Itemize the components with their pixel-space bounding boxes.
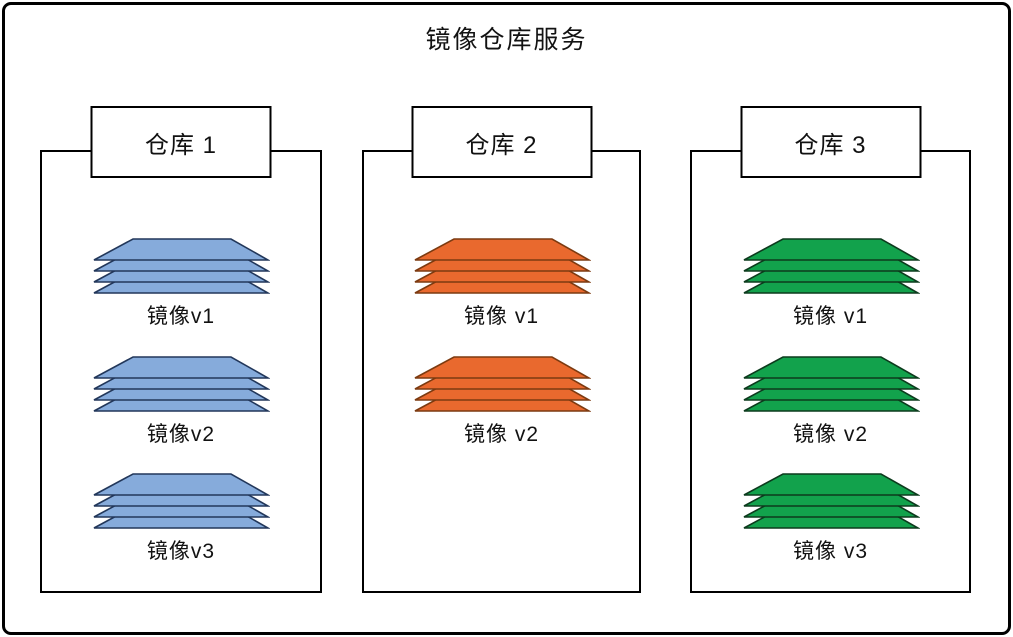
layer (93, 356, 270, 379)
repository-label: 仓库 3 (740, 106, 921, 178)
image-version-label: 镜像 v2 (463, 423, 539, 446)
image-layers-icon (743, 238, 920, 294)
image-stack-v1: 镜像 v1 (742, 238, 920, 330)
repository-box-2: 仓库 2 镜像 v1 (362, 106, 641, 593)
image-version-label: 镜像v2 (146, 423, 216, 446)
image-layers-icon (743, 356, 920, 412)
image-layers-icon (93, 473, 270, 529)
layer (743, 356, 920, 379)
image-layers-icon (93, 238, 270, 294)
image-layers-icon (93, 356, 270, 412)
repository-label: 仓库 2 (411, 106, 592, 178)
repository-box-3: 仓库 3 镜像 v1 (690, 106, 971, 593)
image-stack-v2: 镜像v2 (92, 356, 270, 448)
image-version-label: 镜像 v2 (792, 423, 868, 446)
image-version-label: 镜像 v1 (463, 305, 539, 328)
layer (93, 238, 270, 261)
image-version-label: 镜像v3 (146, 540, 216, 563)
layer (414, 238, 591, 261)
image-stack-v2: 镜像 v2 (742, 356, 920, 448)
image-stack-v1: 镜像 v1 (413, 238, 591, 330)
image-stack-v2: 镜像 v2 (413, 356, 591, 448)
image-layers-icon (414, 238, 591, 294)
layer (414, 356, 591, 379)
image-version-label: 镜像v1 (146, 305, 216, 328)
repository-label: 仓库 1 (90, 106, 272, 178)
layer (743, 473, 920, 496)
image-layers-icon (743, 473, 920, 529)
image-layers-icon (414, 356, 591, 412)
image-version-label: 镜像 v3 (792, 540, 868, 563)
image-stack-v3: 镜像 v3 (742, 473, 920, 565)
image-stack-v3: 镜像v3 (92, 473, 270, 565)
image-version-label: 镜像 v1 (792, 305, 868, 328)
image-stack-v1: 镜像v1 (92, 238, 270, 330)
repository-box-1: 仓库 1 镜像v1 (40, 106, 322, 593)
layer (743, 238, 920, 261)
diagram-title: 镜像仓库服务 (425, 26, 588, 54)
layer (93, 473, 270, 496)
